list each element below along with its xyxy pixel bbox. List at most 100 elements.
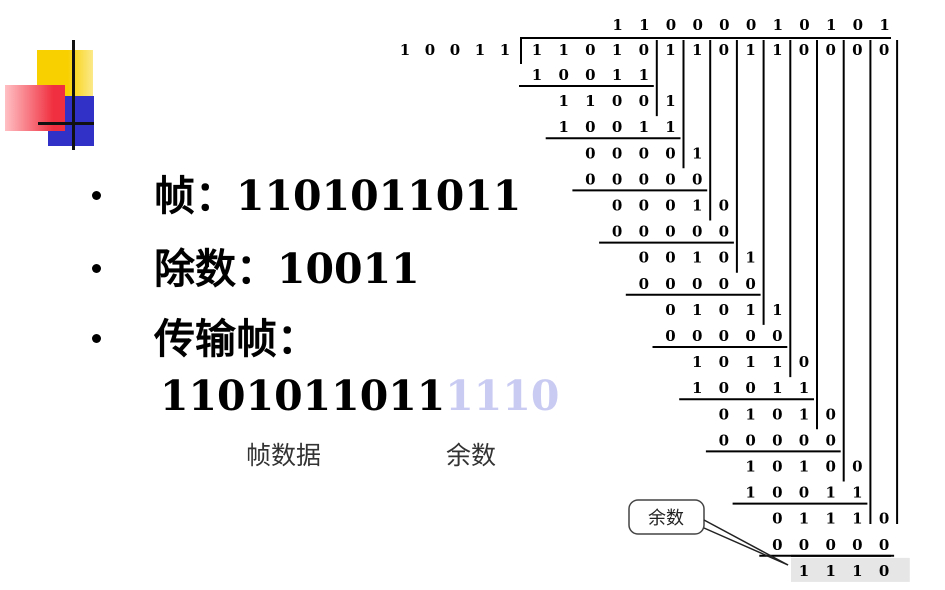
step-digit: 0	[639, 170, 649, 188]
logo-vertical-line	[72, 40, 75, 150]
step-digit: 0	[719, 249, 729, 267]
bullet-value: 1101011011	[236, 172, 522, 220]
step-digit: 1	[852, 510, 862, 528]
quotient-digit: 0	[853, 16, 863, 34]
dividend-digit: 1	[665, 41, 675, 59]
step-digit: 0	[825, 431, 835, 449]
logo-decoration	[0, 38, 100, 153]
frame-data-bits: 1101011011	[160, 372, 446, 420]
step-digit: 0	[612, 144, 622, 162]
divisor-digit: 1	[475, 41, 485, 59]
dividend-digit: 1	[772, 41, 782, 59]
remainder-digit: 1	[852, 562, 862, 580]
step-digit: 0	[665, 249, 675, 267]
quotient-digit: 1	[773, 16, 783, 34]
bullet-dot	[92, 191, 101, 200]
remainder-digit: 0	[879, 562, 889, 580]
bullet-value: 10011	[277, 245, 420, 293]
remainder-digit: 1	[825, 562, 835, 580]
step-digit: 0	[692, 327, 702, 345]
quotient-digit: 0	[746, 16, 756, 34]
step-digit: 1	[692, 144, 702, 162]
remainder-box	[791, 557, 910, 582]
step-digit: 1	[852, 484, 862, 502]
step-digit: 0	[665, 275, 675, 293]
step-digit: 0	[665, 197, 675, 215]
step-digit: 0	[825, 405, 835, 423]
step-digit: 0	[639, 197, 649, 215]
step-digit: 1	[612, 66, 622, 84]
step-digit: 0	[745, 379, 755, 397]
step-digit: 1	[745, 353, 755, 371]
step-digit: 1	[745, 249, 755, 267]
step-digit: 1	[825, 510, 835, 528]
step-digit: 0	[639, 223, 649, 241]
frame-remainder-bits: 1110	[445, 372, 560, 420]
step-digit: 0	[692, 275, 702, 293]
quotient-digit: 0	[719, 16, 729, 34]
step-digit: 1	[799, 510, 809, 528]
step-digit: 1	[772, 301, 782, 319]
step-digit: 0	[612, 170, 622, 188]
step-digit: 0	[612, 197, 622, 215]
dividend-digit: 0	[639, 41, 649, 59]
step-digit: 0	[745, 327, 755, 345]
bullet-label: 除数：	[154, 245, 277, 293]
dividend-digit: 0	[799, 41, 809, 59]
dividend-digit: 0	[879, 41, 889, 59]
step-digit: 0	[665, 170, 675, 188]
quotient-digit: 0	[692, 16, 702, 34]
dividend-digit: 1	[745, 41, 755, 59]
step-digit: 1	[745, 301, 755, 319]
step-digit: 0	[692, 223, 702, 241]
quotient-digit: 1	[639, 16, 649, 34]
dividend-digit: 1	[692, 41, 702, 59]
dividend-digit: 1	[612, 41, 622, 59]
step-digit: 0	[719, 405, 729, 423]
step-digit: 1	[558, 118, 568, 136]
quotient-digit: 1	[612, 16, 622, 34]
step-digit: 0	[612, 118, 622, 136]
step-digit: 0	[825, 458, 835, 476]
step-digit: 0	[665, 301, 675, 319]
step-digit: 0	[639, 92, 649, 110]
remainder-callout-box	[628, 499, 705, 535]
dividend-digit: 0	[852, 41, 862, 59]
callout-pointer-line	[703, 519, 789, 566]
step-digit: 1	[585, 92, 595, 110]
step-digit: 0	[772, 536, 782, 554]
step-digit: 0	[772, 458, 782, 476]
step-digit: 0	[825, 536, 835, 554]
dividend-digit: 0	[719, 41, 729, 59]
step-digit: 0	[612, 223, 622, 241]
step-digit: 0	[719, 197, 729, 215]
step-digit: 0	[639, 144, 649, 162]
caption-remainder: 余数	[446, 441, 497, 470]
step-digit: 0	[772, 327, 782, 345]
step-digit: 0	[585, 66, 595, 84]
step-digit: 0	[612, 92, 622, 110]
step-digit: 0	[585, 144, 595, 162]
step-digit: 0	[639, 249, 649, 267]
step-digit: 1	[772, 379, 782, 397]
dividend-digit: 0	[585, 41, 595, 59]
quotient-digit: 0	[666, 16, 676, 34]
step-digit: 1	[799, 405, 809, 423]
step-digit: 1	[799, 458, 809, 476]
step-digit: 0	[852, 536, 862, 554]
step-digit: 1	[772, 353, 782, 371]
step-digit: 0	[799, 353, 809, 371]
quotient-digit: 1	[826, 16, 836, 34]
transmitted-frame-value: 11010110111110	[160, 372, 559, 420]
step-digit: 1	[745, 458, 755, 476]
step-digit: 0	[852, 458, 862, 476]
dividend-digit: 1	[532, 41, 542, 59]
step-digit: 1	[665, 92, 675, 110]
step-digit: 0	[772, 510, 782, 528]
step-digit: 0	[665, 223, 675, 241]
step-digit: 0	[745, 431, 755, 449]
dividend-digit: 0	[825, 41, 835, 59]
remainder-digit: 1	[799, 562, 809, 580]
caption-frame-data: 帧数据	[246, 441, 322, 470]
step-digit: 0	[719, 353, 729, 371]
